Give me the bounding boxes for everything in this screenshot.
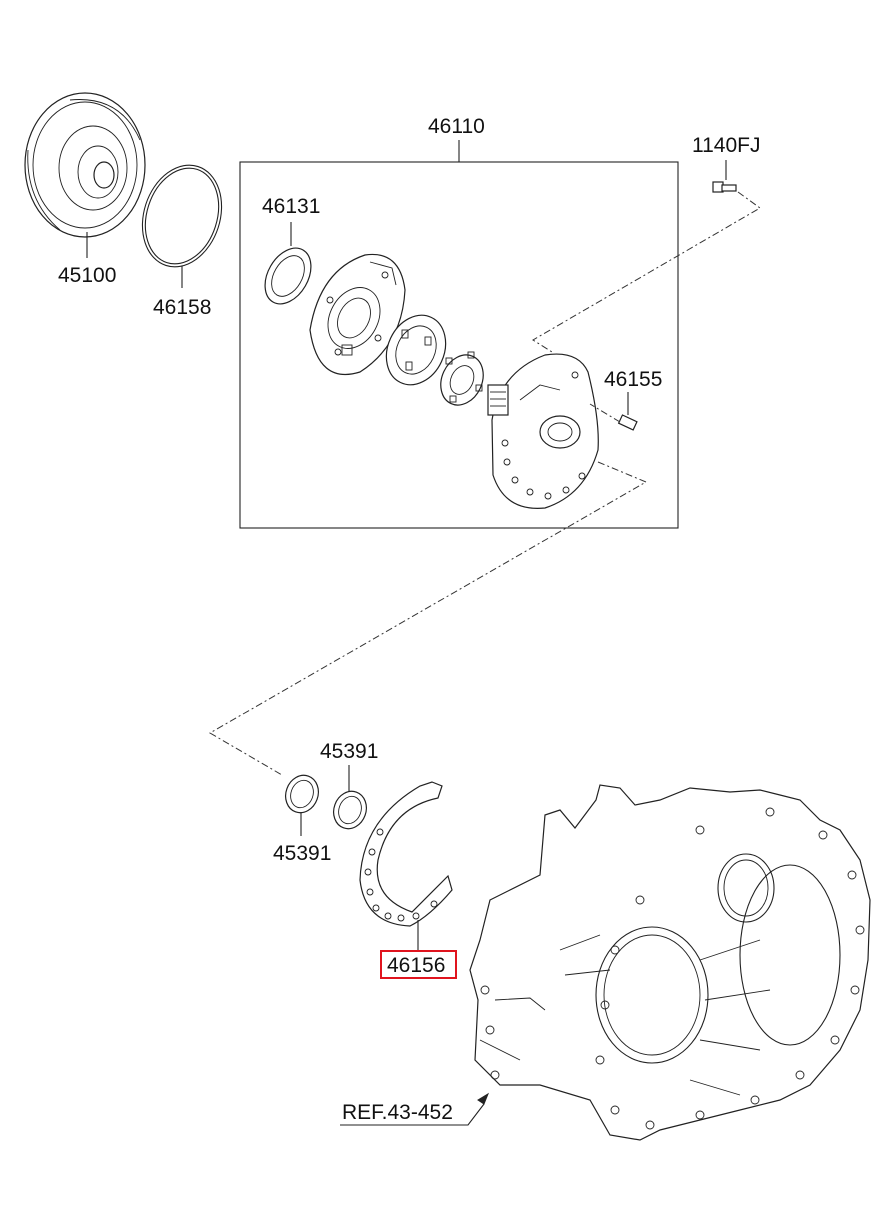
callout-45100[interactable]: 45100 <box>58 264 116 287</box>
callout-46158[interactable]: 46158 <box>153 296 211 319</box>
callout-46156[interactable]: 46156 <box>387 954 445 977</box>
inner-gear[interactable] <box>433 348 491 412</box>
callout-1140FJ[interactable]: 1140FJ <box>692 134 761 157</box>
reference-label[interactable]: REF.43-452 <box>342 1101 453 1124</box>
callout-46155[interactable]: 46155 <box>604 368 662 391</box>
gasket[interactable] <box>359 781 453 927</box>
o-ring[interactable] <box>130 155 234 277</box>
assembly-dash-line <box>209 461 648 776</box>
bolt-leader <box>532 160 761 353</box>
oil-seal[interactable] <box>256 240 321 312</box>
pump-assembly-box <box>239 140 679 529</box>
outer-gear[interactable] <box>375 306 456 395</box>
reference-leader <box>340 1092 490 1126</box>
callout-45391-bottom[interactable]: 45391 <box>273 842 331 865</box>
highlight-box <box>380 950 457 979</box>
pump-cover[interactable] <box>309 253 406 376</box>
torque-converter[interactable] <box>24 92 146 238</box>
pump-body[interactable] <box>487 353 599 509</box>
dowel-leader <box>589 392 629 423</box>
transaxle-case[interactable] <box>469 784 871 1141</box>
bolt[interactable] <box>712 181 737 193</box>
seal-ring-lower[interactable] <box>280 771 323 818</box>
callout-46131[interactable]: 46131 <box>262 195 320 218</box>
callout-46110[interactable]: 46110 <box>428 115 485 138</box>
seal-ring-upper[interactable] <box>328 787 371 834</box>
callout-45391-top[interactable]: 45391 <box>320 740 378 763</box>
dowel-pin[interactable] <box>617 414 638 431</box>
